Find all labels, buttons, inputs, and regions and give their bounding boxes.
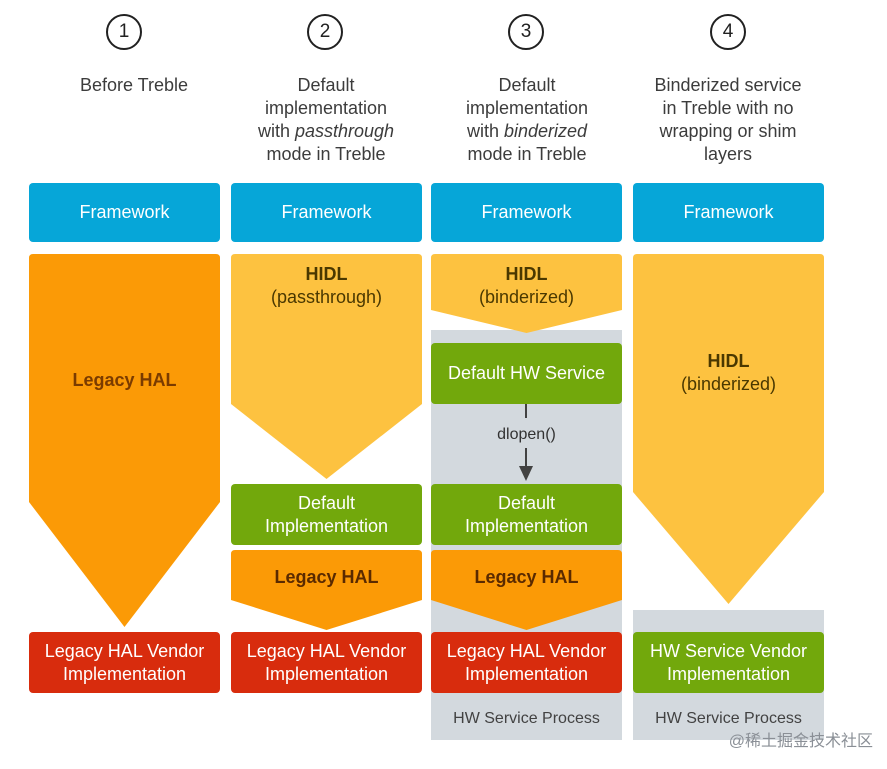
- legacy-hal-label-2: Legacy HAL: [274, 567, 379, 587]
- step-number-1: 1: [106, 14, 142, 50]
- hidl-label-2: HIDL (passthrough): [270, 264, 383, 307]
- hw-service-process-label-4: HW Service Process: [655, 710, 802, 727]
- column-2-caption: Default implementation with passthrough …: [226, 74, 426, 166]
- step-number-3: 3: [508, 14, 544, 50]
- legacy-hal-label-1: Legacy HAL: [72, 370, 177, 390]
- hidl-label-3: HIDL (binderized): [478, 264, 575, 307]
- caption-line: Before Treble: [79, 75, 189, 95]
- hidl-binderized-arrow-4: [633, 254, 824, 604]
- caption-line-italic: with binderized: [466, 121, 588, 141]
- hidl-passthrough-arrow: [231, 254, 422, 479]
- legacy-hal-block-3: [431, 550, 622, 630]
- hidl-binderized-arrow-3: [431, 254, 622, 333]
- column-3-caption: Default implementation with binderized m…: [427, 74, 627, 166]
- default-impl-box-3: Default Implementation: [431, 484, 622, 545]
- vendor-box-4: HW Service Vendor Implementation: [633, 632, 824, 693]
- column-1-caption: Before Treble: [34, 74, 234, 97]
- legacy-hal-block-2: [231, 550, 422, 630]
- default-impl-box-2: Default Implementation: [231, 484, 422, 545]
- framework-box-4: Framework: [633, 183, 824, 242]
- vendor-box-1: Legacy HAL Vendor Implementation: [29, 632, 220, 693]
- legacy-hal-label-3: Legacy HAL: [474, 567, 579, 587]
- column-4-caption: Binderized service in Treble with no wra…: [654, 75, 802, 164]
- vendor-box-2: Legacy HAL Vendor Implementation: [231, 632, 422, 693]
- dlopen-arrow: [519, 404, 533, 481]
- legacy-hal-arrow-1: [29, 254, 220, 627]
- step-number-2: 2: [307, 14, 343, 50]
- step-number-4: 4: [710, 14, 746, 50]
- vendor-box-3: Legacy HAL Vendor Implementation: [431, 632, 622, 693]
- watermark: @稀土掘金技术社区: [728, 733, 873, 750]
- framework-box-1: Framework: [29, 183, 220, 242]
- framework-box-2: Framework: [231, 183, 422, 242]
- hidl-label-4: HIDL (binderized): [680, 351, 777, 394]
- dlopen-label: dlopen(): [497, 426, 556, 443]
- default-hw-service-box: Default HW Service: [431, 343, 622, 404]
- caption-line-italic: with passthrough: [257, 121, 395, 141]
- framework-box-3: Framework: [431, 183, 622, 242]
- hw-service-process-label-3: HW Service Process: [453, 710, 600, 727]
